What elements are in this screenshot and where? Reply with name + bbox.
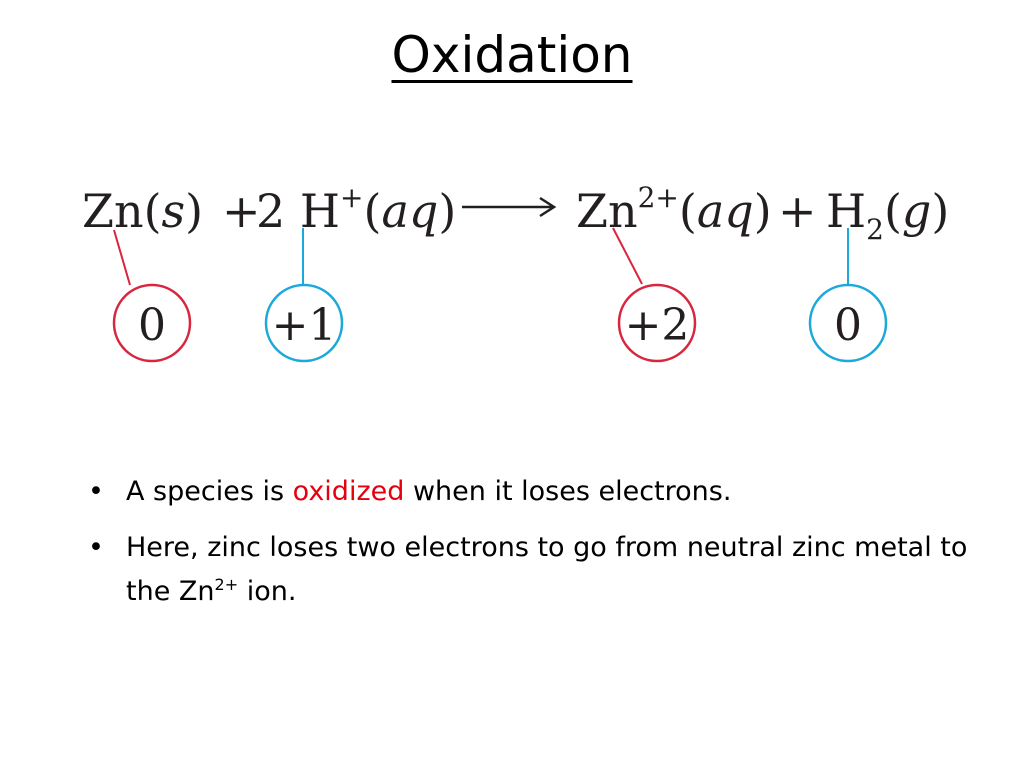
species-zn-s: Zn(s) xyxy=(82,184,203,238)
oxidation-state-h2: 0 xyxy=(808,228,888,363)
slide-title: Oxidation xyxy=(391,26,633,84)
svg-text:+2: +2 xyxy=(625,300,690,351)
bullet-list: A species is oxidized when it loses elec… xyxy=(88,470,968,626)
highlight-oxidized: oxidized xyxy=(292,476,405,507)
plus-sign: + xyxy=(222,184,261,238)
species-h2-g: H2(g) xyxy=(826,184,949,246)
svg-text:+1: +1 xyxy=(272,300,337,351)
chemical-equation: Zn(s) + 2 H+(aq) Zn2+(aq) + H2(g) 0 +1 +… xyxy=(0,170,1024,380)
svg-text:0: 0 xyxy=(138,300,166,351)
bullet-item-1: A species is oxidized when it loses elec… xyxy=(88,470,968,514)
species-h-plus: 2 H+(aq) xyxy=(256,181,456,238)
oxidation-state-zn-2plus: +2 xyxy=(612,227,697,363)
oxidation-state-h-plus: +1 xyxy=(264,228,344,363)
reaction-arrow-icon xyxy=(462,196,557,218)
svg-text:0: 0 xyxy=(834,300,862,351)
oxidation-state-zn: 0 xyxy=(112,229,192,363)
plus-sign-2: + xyxy=(778,184,817,238)
species-zn-2plus: Zn2+(aq) xyxy=(576,181,772,238)
bullet-item-2: Here, zinc loses two electrons to go fro… xyxy=(88,526,968,614)
